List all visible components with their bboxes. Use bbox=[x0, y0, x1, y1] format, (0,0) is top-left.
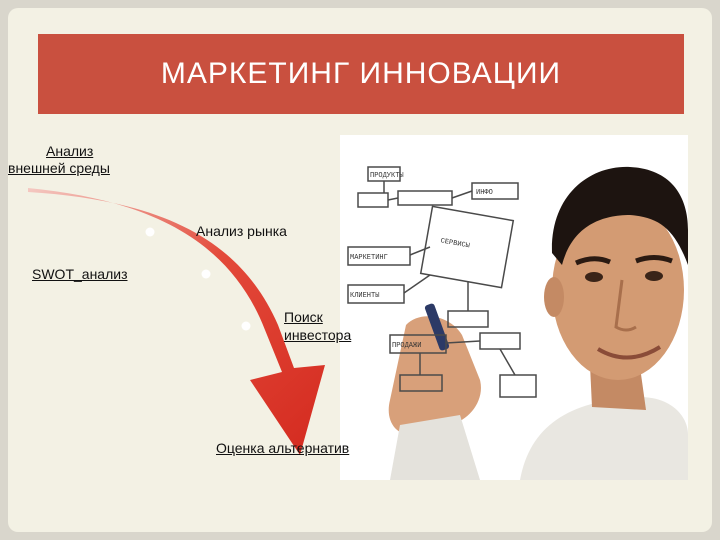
label-step2: Анализ рынка bbox=[196, 223, 287, 239]
eyebrow bbox=[574, 256, 612, 266]
photo-man-drawing-diagram: ПРОДУКТЫ ИНФО СЕРВИСЫ МАРКЕТИНГ КЛИЕНТЫ … bbox=[340, 135, 688, 480]
hair bbox=[551, 166, 688, 265]
title-bar: МАРКЕТИНГ ИННОВАЦИИ bbox=[38, 34, 684, 114]
whiteboard-diagram bbox=[347, 166, 537, 398]
svg-text:МАРКЕТИНГ: МАРКЕТИНГ bbox=[350, 254, 388, 262]
mouth bbox=[596, 345, 662, 360]
svg-text:ПРОДАЖИ: ПРОДАЖИ bbox=[392, 342, 421, 350]
arrow-body bbox=[28, 188, 325, 455]
eye bbox=[645, 271, 663, 281]
label-step4: Поиск bbox=[284, 309, 323, 325]
slide-title: МАРКЕТИНГ ИННОВАЦИИ bbox=[160, 57, 562, 90]
label-step1: Анализ bbox=[46, 143, 94, 159]
ear bbox=[544, 277, 564, 317]
head bbox=[552, 200, 684, 380]
bullet-dot bbox=[145, 227, 155, 237]
label-step4-line2: инвестора bbox=[284, 327, 352, 343]
marker bbox=[424, 303, 450, 351]
eye bbox=[585, 272, 603, 282]
bullet-dot bbox=[201, 269, 211, 279]
svg-text:ПРОДУКТЫ: ПРОДУКТЫ bbox=[370, 172, 404, 180]
shirt bbox=[520, 397, 688, 480]
bullet-dot bbox=[241, 321, 251, 331]
label-step1-line2: внешней среды bbox=[8, 160, 110, 176]
sleeve bbox=[390, 415, 480, 480]
svg-text:ИНФО: ИНФО bbox=[476, 189, 493, 197]
nose bbox=[614, 279, 637, 332]
label-step3: SWOT_анализ bbox=[32, 266, 128, 282]
eyebrow bbox=[635, 255, 673, 264]
svg-text:КЛИЕНТЫ: КЛИЕНТЫ bbox=[350, 292, 379, 300]
label-step5: Оценка альтернатив bbox=[216, 440, 350, 456]
